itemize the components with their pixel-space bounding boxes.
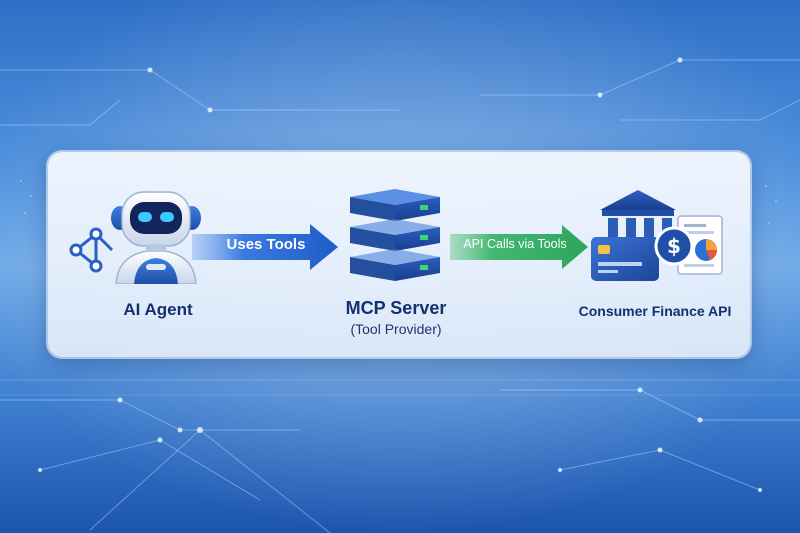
mcp-server-sublabel: (Tool Provider)	[350, 321, 442, 337]
consumer-finance-api-label: Consumer Finance API	[578, 303, 732, 319]
svg-text:$: $	[667, 234, 681, 258]
api-calls-arrow	[450, 225, 588, 269]
api-calls-label: API Calls via Tools	[463, 237, 567, 251]
mcp-server-label: MCP Server	[345, 298, 447, 318]
credit-card-icon	[591, 237, 659, 281]
network-graph-icon	[69, 227, 114, 273]
uses-tools-label: Uses Tools	[226, 236, 306, 253]
ai-agent-label: AI Agent	[123, 300, 193, 319]
uses-tools-arrow	[192, 224, 338, 270]
server-stack-icon	[350, 189, 440, 281]
robot-icon	[111, 191, 201, 284]
document-chart-icon	[677, 215, 723, 275]
dollar-coin-icon: $	[654, 226, 694, 266]
